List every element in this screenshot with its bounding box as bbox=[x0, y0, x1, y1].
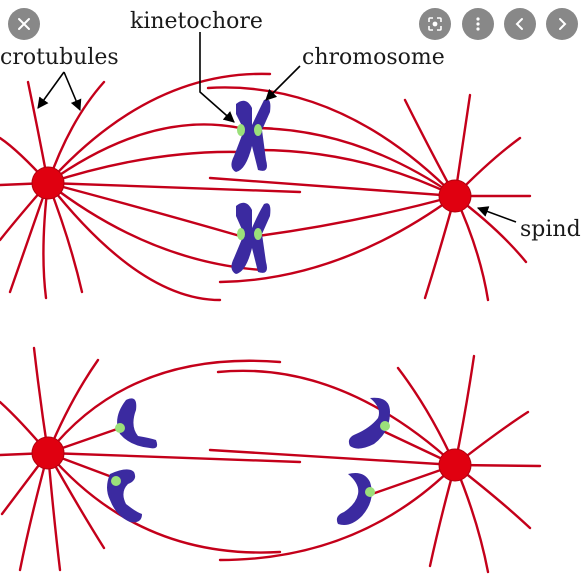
lens-icon bbox=[428, 17, 442, 31]
previous-button[interactable] bbox=[504, 8, 536, 40]
chromosome-top-1 bbox=[231, 99, 271, 172]
spindle-microtubules-top bbox=[46, 72, 457, 302]
kinetochore-right bbox=[254, 124, 262, 136]
more-options-button[interactable] bbox=[462, 8, 494, 40]
more-vertical-icon bbox=[476, 17, 480, 31]
chromatid-bottom-right-1 bbox=[348, 397, 390, 449]
top-spindle bbox=[0, 72, 532, 302]
spindle-microtubules-bottom bbox=[46, 359, 457, 562]
microtubules-label: crotubules bbox=[0, 45, 119, 70]
left-pole bbox=[31, 166, 65, 200]
kinetochore bbox=[111, 476, 121, 486]
lens-button[interactable] bbox=[419, 8, 451, 40]
chromosome-top-2 bbox=[231, 202, 271, 274]
kinetochore-right bbox=[254, 228, 262, 240]
left-pole-bottom bbox=[31, 436, 65, 470]
kinetochore bbox=[380, 421, 390, 431]
kinetochore-left bbox=[237, 124, 245, 136]
chromatid-bottom-right-2 bbox=[336, 473, 375, 525]
chevron-left-icon bbox=[515, 18, 523, 30]
kinetochore bbox=[115, 423, 125, 433]
chevron-right-icon bbox=[559, 18, 567, 30]
kinetochore bbox=[365, 487, 375, 497]
kinetochore-left bbox=[237, 228, 245, 240]
right-pole bbox=[438, 179, 472, 213]
chromatid-bottom-left-1 bbox=[115, 398, 158, 449]
close-button[interactable] bbox=[8, 8, 40, 40]
close-icon bbox=[18, 18, 30, 30]
chromosome-label: chromosome bbox=[302, 45, 445, 70]
spindle-label: spind bbox=[520, 217, 581, 242]
chromatid-bottom-left-2 bbox=[107, 469, 142, 523]
kinetochore-label: kinetochore bbox=[130, 9, 263, 34]
label-pointers bbox=[37, 32, 517, 223]
next-button[interactable] bbox=[546, 8, 578, 40]
bottom-spindle bbox=[0, 346, 542, 574]
right-pole-bottom bbox=[438, 448, 472, 482]
